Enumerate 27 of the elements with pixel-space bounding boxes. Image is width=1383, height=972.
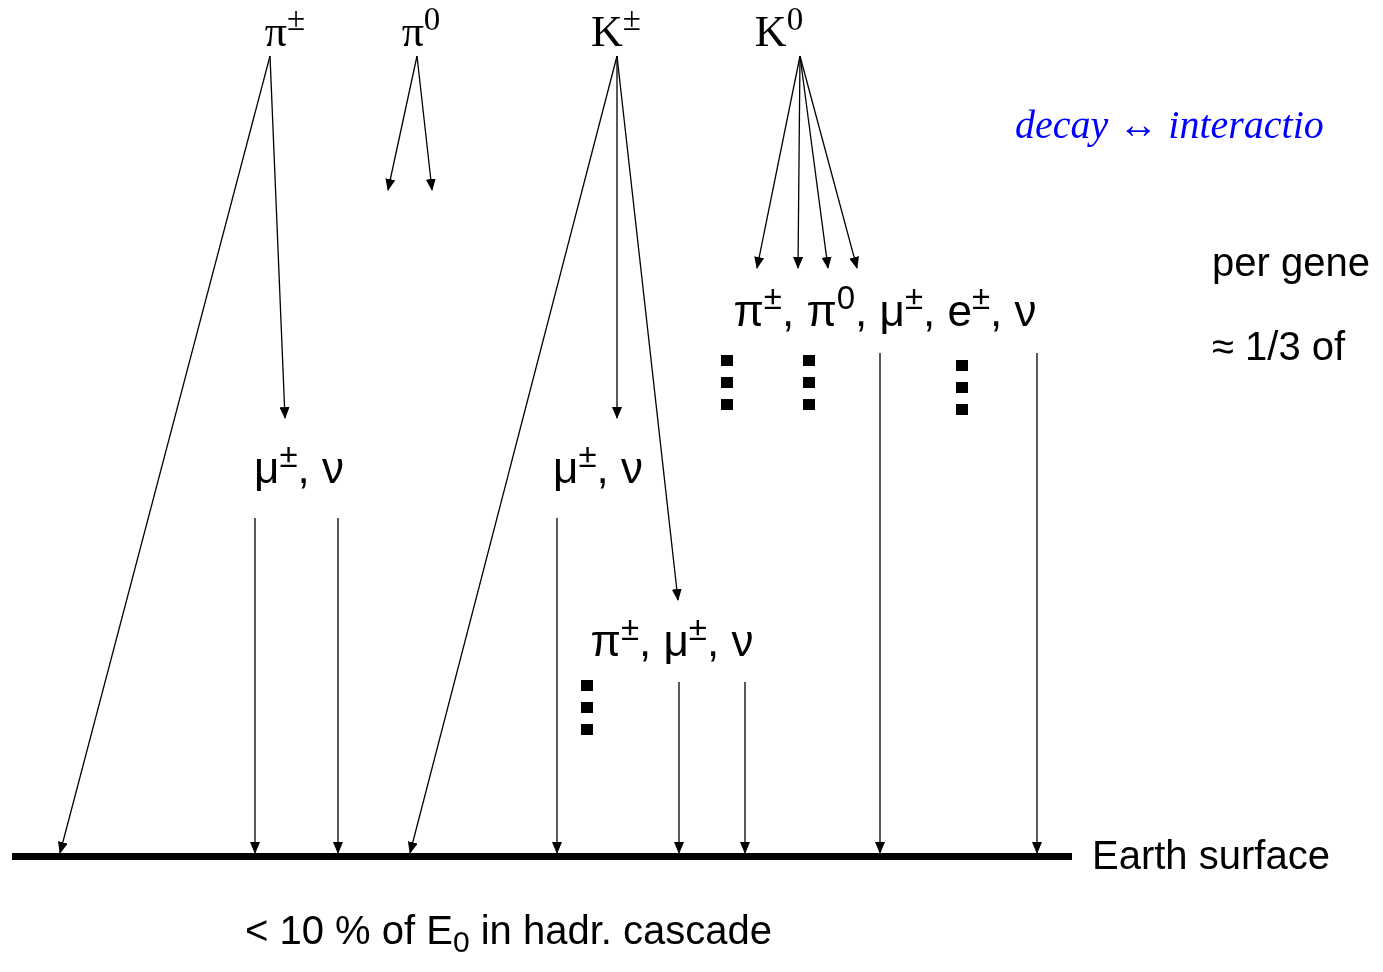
arrow bbox=[740, 681, 750, 854]
arrow bbox=[269, 55, 290, 419]
arrow bbox=[875, 352, 885, 854]
particle-label: μ$^{±}$, ν bbox=[543, 418, 653, 518]
arrow bbox=[552, 517, 562, 854]
arrow bbox=[799, 55, 859, 269]
annotation-text: decay ↔ interactio bbox=[1015, 105, 1324, 145]
particle-label: π$^{±}$ bbox=[250, 8, 320, 56]
arrow bbox=[333, 517, 343, 854]
arrow bbox=[674, 681, 684, 854]
particle-label: π$^{0}$ bbox=[390, 8, 452, 56]
arrow bbox=[416, 55, 436, 191]
arrow bbox=[616, 55, 682, 601]
note-text: per gene bbox=[1212, 242, 1370, 282]
note-text: < 10 % of E$_{0}$ in hadr. cascade bbox=[245, 910, 773, 950]
particle-label: π$^{±}$, μ$^{±}$, ν bbox=[572, 600, 772, 682]
arrow bbox=[612, 55, 622, 419]
note-text: ≈ 1/3 of bbox=[1212, 326, 1346, 366]
arrow bbox=[793, 55, 804, 269]
arrow bbox=[385, 55, 418, 191]
particle-label: K$^{0}$ bbox=[743, 8, 815, 56]
particle-label: π$^{±}$, π$^{0}$, μ$^{±}$, e$^{±}$, ν bbox=[705, 268, 1065, 353]
particle-label: K$^{±}$ bbox=[580, 8, 652, 56]
arrow bbox=[250, 517, 260, 854]
particle-label: μ$^{±}$, ν bbox=[240, 418, 358, 518]
surface-label: Earth surface bbox=[1092, 835, 1330, 875]
arrow bbox=[1032, 352, 1042, 854]
